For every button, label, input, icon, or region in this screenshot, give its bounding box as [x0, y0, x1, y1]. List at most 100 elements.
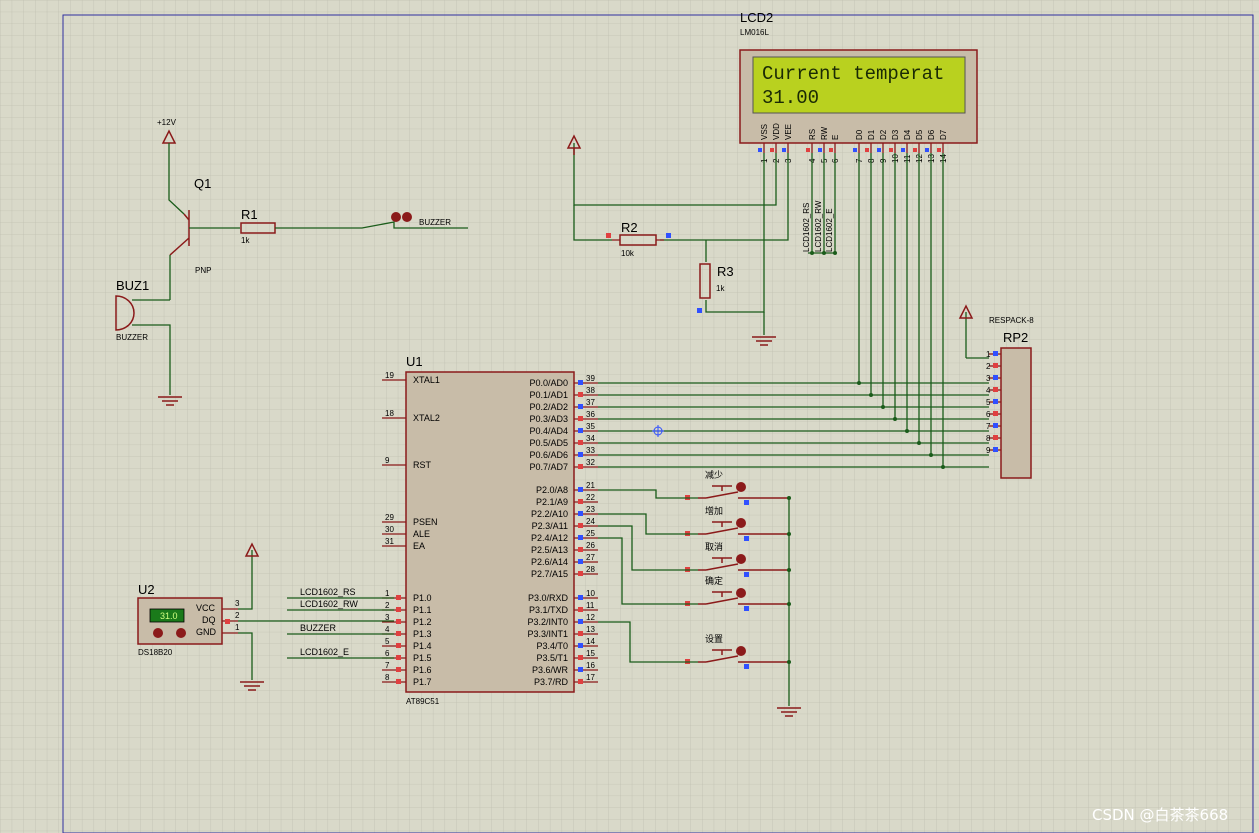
bus-junction	[929, 453, 933, 457]
u1-pin-marker	[396, 667, 401, 672]
u1-left-pin-number: 30	[385, 525, 394, 534]
r2-value: 10k	[621, 249, 635, 258]
u1-pin-marker	[578, 452, 583, 457]
buzzer-driver[interactable]: +12V Q1 PNP R1 1k BUZZER BUZ1 BUZZER	[115, 118, 468, 406]
u2-pin-vcc-name: VCC	[196, 603, 216, 613]
u2-ref: U2	[138, 582, 155, 597]
u2-pin-dq-num: 2	[235, 611, 240, 620]
lcd-power-wiring	[566, 134, 789, 346]
lcd-model: LM016L	[740, 28, 769, 37]
p1-net-rw: LCD1602_RW	[300, 599, 358, 609]
u1-right-pins: 39P0.0/AD038P0.1/AD137P0.2/AD236P0.3/AD3…	[527, 374, 598, 687]
lcd-pin-marker	[782, 148, 786, 152]
u1-left-pin-number: 29	[385, 513, 394, 522]
pushbutton-4[interactable]: 确定	[598, 537, 791, 611]
watermark: CSDN @白茶茶668	[1092, 806, 1228, 824]
lcd-line-2: 31.00	[762, 87, 819, 109]
u2-temp-sensor[interactable]: U2 31.0 VCC DQ GND 3 2 1 DS18B20	[137, 542, 394, 691]
u1-right-pin-number: 32	[586, 458, 595, 467]
crosshair-icon	[652, 425, 664, 437]
u1-right-pin-number: 35	[586, 422, 595, 431]
u1-left-pin-number: 9	[385, 456, 390, 465]
pushbutton-indicator	[736, 588, 746, 598]
lcd-pin-name: VDD	[772, 123, 781, 140]
r2-resistor[interactable]: R2 10k	[606, 220, 671, 258]
u1-right-pin-number: 21	[586, 481, 595, 490]
buzzer-net-label: BUZZER	[419, 218, 451, 227]
rp2-pin-number: 6	[986, 410, 991, 419]
u1-right-pin-number: 10	[586, 589, 595, 598]
u1-pin-marker	[578, 487, 583, 492]
u1-left-pin-name: XTAL1	[413, 375, 440, 385]
bus-junction	[905, 429, 909, 433]
pushbutton-1[interactable]: 减少	[598, 469, 791, 505]
u1-pin-marker	[578, 667, 583, 672]
u1-pin-marker	[578, 535, 583, 540]
u1-right-pin-number: 14	[586, 637, 595, 646]
rp2-pin-marker	[993, 447, 998, 452]
u1-left-pin-number: 7	[385, 661, 390, 670]
lcd-pin-name: D2	[879, 129, 888, 140]
u1-pin-marker	[578, 631, 583, 636]
q1-type: PNP	[195, 266, 211, 275]
lcd-net-e: LCD1602_E	[825, 208, 834, 252]
lcd-pin-marker	[865, 148, 869, 152]
pushbutton-indicator	[736, 554, 746, 564]
rp2-type: RESPACK-8	[989, 316, 1034, 325]
r3-resistor[interactable]: R3 1k	[697, 263, 734, 313]
u2-pin-dq-name: DQ	[202, 615, 216, 625]
u1-pin-marker	[396, 643, 401, 648]
u1-right-pin-name: P0.6/AD6	[529, 450, 568, 460]
u1-right-pin-number: 22	[586, 493, 595, 502]
rp2-pin-marker	[993, 411, 998, 416]
pushbutton-5[interactable]: 设置	[598, 621, 791, 669]
rp2-pin-marker	[993, 423, 998, 428]
pushbutton-label: 增加	[705, 505, 723, 516]
lcd-pin-marker	[853, 148, 857, 152]
u1-right-pin-name: P2.0/A8	[536, 485, 568, 495]
p1-net-rs: LCD1602_RS	[300, 587, 356, 597]
rp2-pin-number: 5	[986, 398, 991, 407]
pushbutton-symbol	[698, 485, 789, 499]
u1-right-pin-number: 34	[586, 434, 595, 443]
u1-right-pin-name: P3.3/INT1	[527, 629, 568, 639]
u1-right-pin-name: P0.2/AD2	[529, 402, 568, 412]
u1-left-pin-name: EA	[413, 541, 425, 551]
rp2-pin-marker	[993, 363, 998, 368]
u1-right-pin-name: P3.2/INT0	[527, 617, 568, 627]
u1-right-pin-number: 24	[586, 517, 595, 526]
r1-value: 1k	[241, 236, 250, 245]
sheet-border	[62, 14, 1254, 833]
u1-left-pin-name: P1.6	[413, 665, 432, 675]
pushbutton-pin	[744, 606, 749, 611]
u1-right-pin-name: P0.1/AD1	[529, 390, 568, 400]
rp2-pin-marker	[993, 435, 998, 440]
u1-left-pin-name: RST	[413, 460, 432, 470]
u1-left-pin-number: 19	[385, 371, 394, 380]
u1-pin-marker	[578, 655, 583, 660]
lcd-pin-name: D5	[915, 129, 924, 140]
u1-pin-marker	[578, 607, 583, 612]
lcd-component[interactable]: LCD2 LM016L Current temperat 31.00 VSS1V…	[739, 10, 978, 163]
u1-left-pin-name: PSEN	[413, 517, 438, 527]
u1-pin-marker	[578, 440, 583, 445]
pushbutton-symbol	[698, 521, 789, 535]
u1-left-pin-number: 2	[385, 601, 390, 610]
u1-left-pin-name: XTAL2	[413, 413, 440, 423]
q1-ref: Q1	[194, 176, 211, 191]
pushbutton-label: 确定	[705, 575, 723, 586]
pushbutton-pin	[744, 664, 749, 669]
u1-left-pin-name: P1.4	[413, 641, 432, 651]
u1-right-pin-number: 27	[586, 553, 595, 562]
u1-left-pin-number: 4	[385, 625, 390, 634]
lcd-control-wiring: LCD1602_RS LCD1602_RW LCD1602_E	[802, 153, 837, 255]
u1-pin-marker	[578, 547, 583, 552]
rp2-pin-number: 8	[986, 434, 991, 443]
u1-right-pin-name: P3.5/T1	[536, 653, 568, 663]
u1-right-pin-number: 23	[586, 505, 595, 514]
u1-pin-marker	[396, 655, 401, 660]
u1-right-pin-name: P2.7/A15	[531, 569, 568, 579]
u1-pin-marker	[578, 428, 583, 433]
